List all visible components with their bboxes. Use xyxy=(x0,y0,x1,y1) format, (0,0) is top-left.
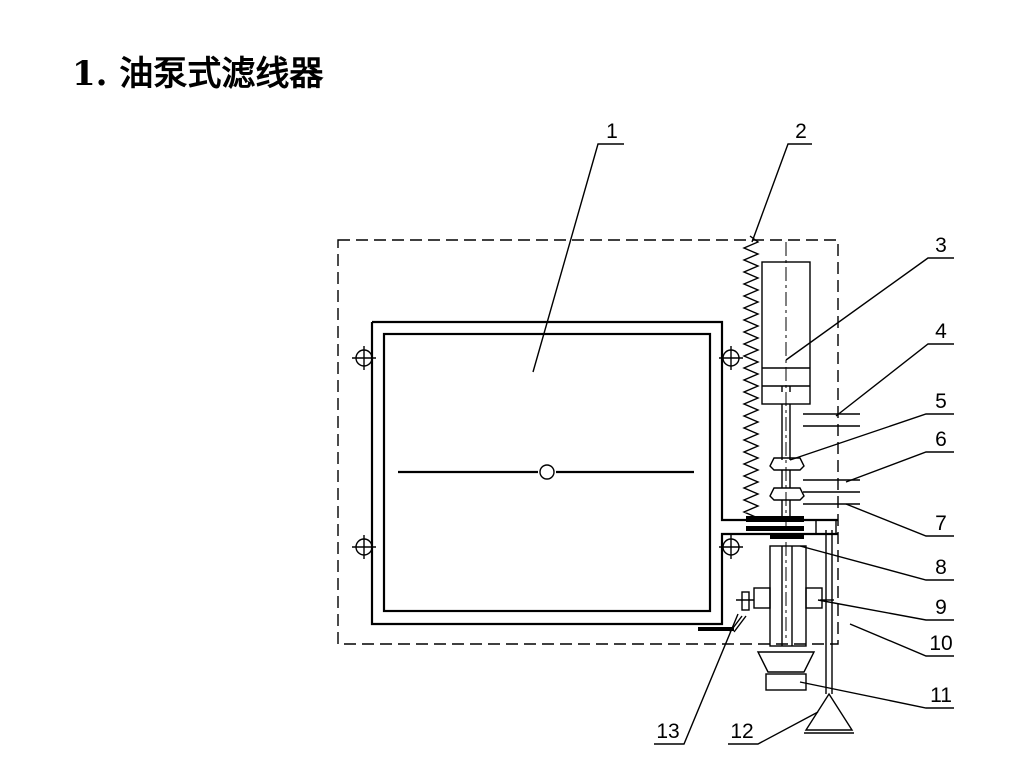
callout-2: 2 xyxy=(795,120,807,143)
callout-5: 5 xyxy=(935,390,947,413)
callout-12: 12 xyxy=(730,720,753,743)
callout-13: 13 xyxy=(656,720,679,743)
stop-plates xyxy=(803,413,860,505)
pedal-rod xyxy=(804,530,854,734)
coupling-plate xyxy=(746,516,837,539)
callout-11: 11 xyxy=(930,684,952,707)
callout-10: 10 xyxy=(929,632,952,655)
callout-4: 4 xyxy=(935,320,947,343)
oil-cylinder xyxy=(761,242,811,640)
release-latch xyxy=(698,591,750,633)
page-title: 1. 油泵式滤线器 xyxy=(72,54,324,94)
pump-body xyxy=(736,545,834,691)
callout-8: 8 xyxy=(935,556,947,579)
leader-lines xyxy=(532,143,954,745)
callout-1: 1 xyxy=(606,120,618,143)
valve-cones xyxy=(769,457,805,518)
callout-6: 6 xyxy=(935,428,947,451)
housing-outline xyxy=(337,239,839,645)
mounting-holes xyxy=(352,346,743,559)
callout-labels: 1 2 3 4 5 6 7 8 9 10 11 12 13 xyxy=(606,120,953,743)
spring xyxy=(742,235,760,519)
callout-9: 9 xyxy=(935,596,947,619)
callout-3: 3 xyxy=(935,234,947,257)
callout-7: 7 xyxy=(935,512,947,535)
